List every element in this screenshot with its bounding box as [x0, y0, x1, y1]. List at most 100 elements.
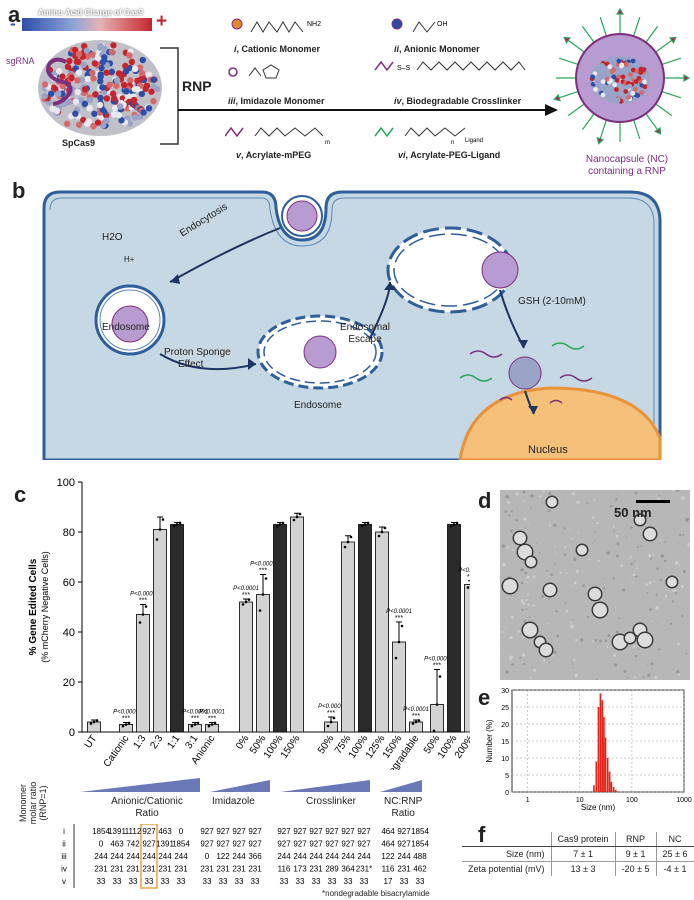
tem-noise — [594, 639, 597, 642]
c-bar — [324, 721, 338, 733]
e-bar — [595, 761, 598, 792]
cas9-residue — [86, 96, 94, 104]
tem-noise — [607, 524, 609, 526]
tem-noise — [542, 490, 546, 493]
c-data-point — [258, 609, 262, 612]
c-bar — [447, 524, 461, 733]
nc-protein-residue — [633, 86, 638, 92]
tem-noise — [594, 531, 596, 533]
cas9-residue — [126, 120, 134, 127]
c-pvalue: P<0.0001 — [403, 707, 429, 713]
tem-noise — [586, 502, 589, 504]
table-cell: 463 — [110, 840, 124, 849]
nucleus-shape — [458, 386, 662, 460]
c-data-point — [432, 729, 436, 733]
hplus-label: H+ — [124, 255, 135, 264]
tem-noise — [569, 529, 571, 531]
tem-particle — [503, 579, 517, 593]
tem-noise — [665, 570, 667, 572]
cas9-residue — [116, 103, 124, 110]
table-cell: 0 — [99, 840, 104, 849]
cas9-residue — [59, 73, 66, 80]
tem-particle — [514, 532, 526, 544]
cas9-residue — [74, 88, 81, 96]
scale-bar-line — [636, 500, 670, 503]
tem-noise — [528, 616, 530, 619]
cas9-residue — [73, 58, 80, 65]
table-cell: 33 — [312, 877, 321, 886]
cas9-residue — [90, 75, 97, 82]
tem-noise — [632, 644, 636, 648]
tem-noise — [508, 514, 511, 517]
proton-line2: Effect — [178, 359, 204, 370]
c-data-point — [417, 719, 421, 722]
table-row-label: iv — [61, 865, 67, 874]
tem-noise — [552, 654, 555, 657]
table-cell: 33 — [416, 877, 425, 886]
tem-noise — [676, 490, 680, 492]
tem-noise — [509, 635, 513, 640]
nc-protein-residue — [623, 89, 629, 94]
tem-noise — [615, 554, 619, 558]
nc-protein-residue — [599, 63, 605, 68]
tem-noise — [648, 581, 652, 585]
tem-noise — [672, 588, 676, 592]
tem-noise — [647, 673, 651, 677]
tem-noise — [599, 639, 602, 643]
tem-noise — [622, 588, 624, 591]
table-cell: 0 — [179, 827, 184, 836]
tem-noise — [655, 606, 659, 610]
props-zeta-cas9: 13 ± 3 — [551, 861, 616, 876]
cas9-residue — [41, 92, 48, 100]
cas9-residue — [106, 81, 113, 88]
cas9-residue — [110, 42, 117, 49]
tem-noise — [636, 564, 638, 566]
tem-particle — [523, 623, 537, 637]
c-data-point — [172, 524, 176, 528]
tem-noise — [589, 575, 591, 577]
nc-caption-line2: containing a RNP — [588, 166, 666, 177]
tem-noise — [547, 622, 550, 625]
tem-noise — [549, 524, 552, 527]
c-data-point — [377, 534, 381, 538]
tem-noise — [604, 639, 608, 643]
tem-noise — [522, 601, 526, 605]
tem-noise — [649, 608, 653, 612]
cas9-residue — [97, 77, 104, 85]
c-data-point — [366, 521, 370, 525]
c-data-point — [144, 605, 148, 608]
tem-noise — [542, 659, 546, 663]
tem-noise — [593, 540, 595, 542]
charge-scale-bar — [22, 18, 152, 31]
table-cell: 927 — [277, 840, 291, 849]
cas9-residue — [140, 109, 147, 116]
c-data-point — [455, 521, 459, 525]
cas9-residue — [89, 69, 96, 77]
tem-noise — [563, 553, 567, 556]
table-cell: 742 — [126, 840, 140, 849]
table-cell: 33 — [203, 877, 212, 886]
tem-noise — [529, 676, 532, 679]
tem-image — [500, 490, 690, 680]
tem-noise — [570, 624, 574, 629]
cas9-residue — [99, 122, 107, 129]
tem-noise — [584, 601, 586, 603]
cas9-residue — [142, 85, 149, 93]
table-cell: 0 — [205, 852, 210, 861]
tem-noise — [517, 566, 519, 568]
table-cell: 33 — [400, 877, 409, 886]
c-data-point — [452, 523, 456, 526]
tem-noise — [624, 508, 628, 513]
table-row-label: v — [62, 877, 66, 886]
e-y-tick-label: 0 — [505, 790, 509, 797]
c-data-point — [193, 723, 197, 726]
cas9-residue — [91, 60, 99, 67]
tem-noise — [652, 553, 655, 556]
c-data-point — [92, 720, 96, 724]
tem-noise — [632, 573, 636, 577]
c-bar — [358, 524, 372, 733]
tem-noise — [565, 572, 568, 575]
cas9-residue — [72, 46, 79, 54]
cas9-residue — [55, 90, 62, 97]
c-data-point — [207, 724, 211, 728]
